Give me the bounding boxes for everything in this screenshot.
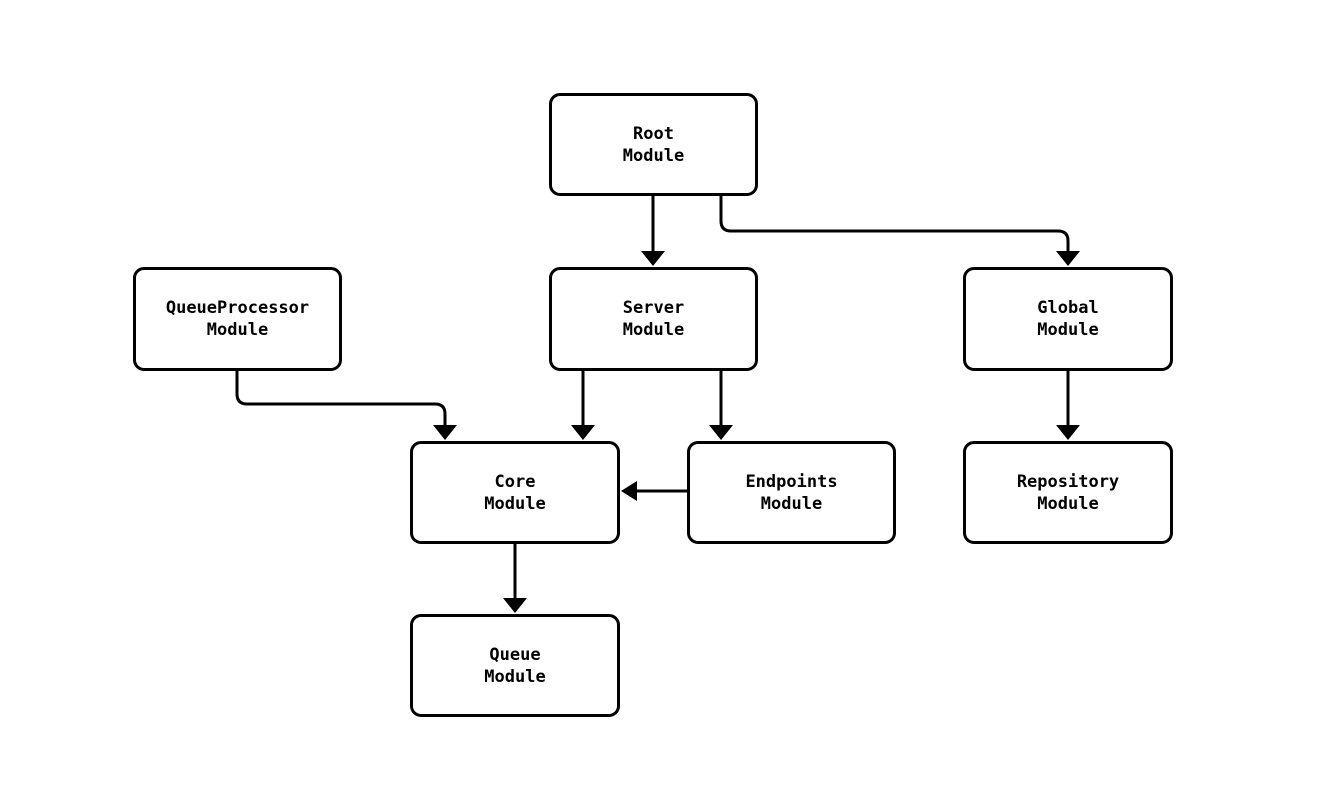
node-label-line1: Core: [494, 471, 536, 492]
arrowhead-root-global: [1056, 251, 1080, 266]
node-label-line1: QueueProcessor: [165, 298, 310, 318]
node-label-line1: Queue: [489, 644, 541, 665]
node-label-line1: Global: [1037, 298, 1099, 318]
node-label-line1: Repository: [1016, 471, 1120, 492]
node-label-line2: Module: [1037, 320, 1099, 340]
arrowhead-server-endpoints: [709, 425, 733, 440]
node-label-line2: Module: [622, 320, 685, 340]
arrowhead-endpoints-core: [621, 481, 637, 501]
arrowhead-root-server: [641, 251, 665, 266]
edge-queueprocessor-core: [235, 371, 447, 426]
arrowhead-core-queue: [503, 598, 527, 613]
node-label-line2: Module: [622, 145, 685, 166]
arrowhead-global-repository: [1056, 425, 1080, 440]
arrowhead-queueprocessor-core: [433, 425, 457, 440]
node-label-line1: Root: [633, 123, 674, 144]
edge-root-global: [719, 196, 1070, 252]
node-label-line2: Module: [484, 493, 546, 514]
node-label-line1: Server: [622, 298, 685, 318]
node-label-line2: Module: [206, 320, 269, 340]
node-label-line2: Module: [1037, 493, 1099, 514]
arrowhead-server-core: [571, 425, 595, 440]
node-label-line1: Endpoints: [745, 471, 838, 492]
node-label-line2: Module: [484, 666, 546, 687]
node-label-line2: Module: [760, 493, 823, 514]
